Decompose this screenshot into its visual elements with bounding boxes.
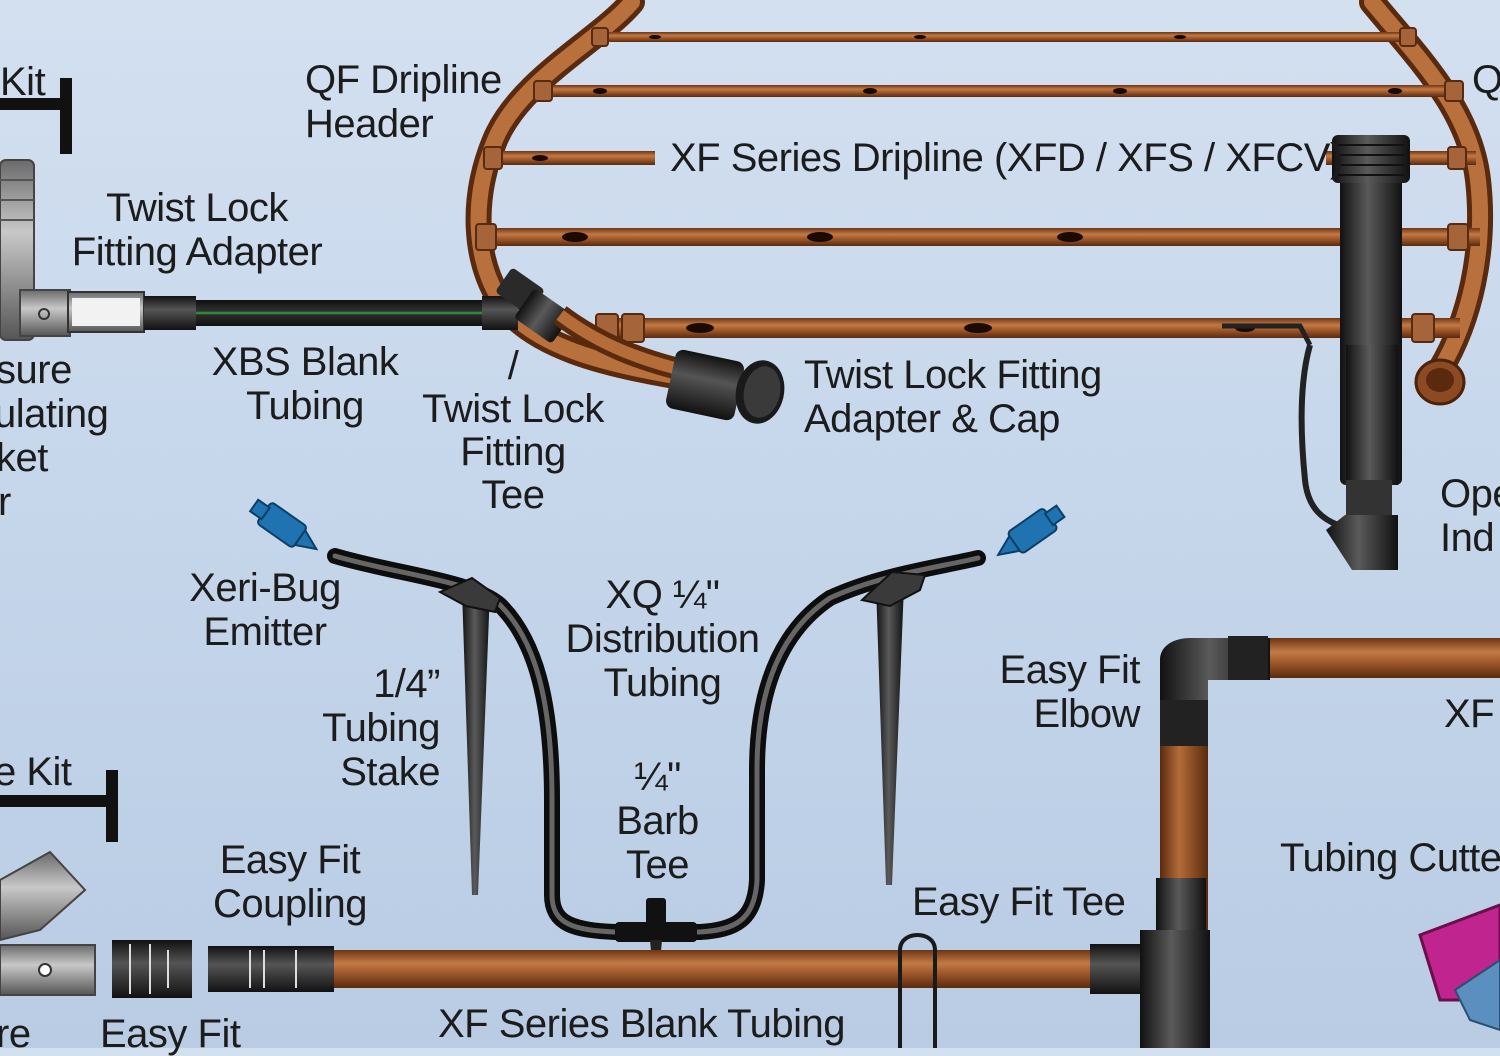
easy-fit-coupling (208, 946, 334, 992)
operation-indicator (1222, 135, 1410, 570)
tubing-stake-right (859, 570, 927, 885)
label-adapter-cap: Twist Lock Fitting Adapter & Cap (804, 353, 1102, 441)
label-xf-s-partial: XF S (1444, 692, 1500, 736)
label-easy-fit-coupling: Easy Fit Coupling (213, 838, 367, 926)
easy-fit-tee (898, 700, 1210, 1048)
pressure-regulator-bottom (0, 850, 96, 996)
xeri-bug-emitter-left (248, 498, 319, 551)
kit-bracket-top (0, 78, 72, 154)
pressure-regulating-filter (0, 159, 71, 341)
label-xbs-blank: XBS Blank Tubing (211, 340, 399, 428)
label-re-partial: re (0, 1012, 31, 1056)
label-xq-distribution: XQ ¼" Distribution Tubing (565, 573, 760, 705)
twist-lock-adapter-cap (553, 306, 785, 424)
label-xf-series-dripline: XF Series Dripline (XFD / XFS / XFCV) (670, 136, 1343, 180)
label-xf-blank-tubing: XF Series Blank Tubing (438, 1002, 846, 1046)
label-kit-bottom: e Kit (0, 750, 72, 794)
label-twist-lock-tee: / Twist Lock Fitting Tee (422, 344, 604, 517)
xeri-bug-emitter-right (996, 504, 1066, 557)
label-barb-tee: ¼" Barb Tee (616, 755, 699, 887)
xf-series-blank-tubing (330, 950, 1100, 988)
label-tubing-cutter: Tubing Cutte (1280, 836, 1500, 880)
label-qf-header: QF Dripline Header (305, 58, 502, 146)
kit-bracket-bottom (0, 770, 118, 842)
label-twist-lock-adapter: Twist Lock Fitting Adapter (71, 186, 323, 274)
tubing-cutter (1418, 903, 1500, 1032)
twist-lock-tee (496, 268, 571, 343)
xbs-blank-tubing (67, 291, 518, 333)
label-ope-ind: Ope Ind (1440, 472, 1500, 560)
label-kit-top: Kit (0, 60, 46, 104)
label-q-partial: Q (1472, 58, 1500, 102)
label-pressure-regulating: sure ulating ket r (0, 348, 109, 524)
label-easy-fit-elbow: Easy Fit Elbow (999, 648, 1141, 736)
label-tubing-stake: 1/4” Tubing Stake (322, 662, 440, 794)
label-easy-fit-bottom: Easy Fit (100, 1012, 241, 1056)
label-xeri-bug: Xeri-Bug Emitter (189, 566, 341, 654)
tubing-stake-left (437, 576, 502, 895)
easy-fit-elbow (1160, 636, 1500, 746)
xf-series-dripline-rows (475, 27, 1480, 343)
easy-fit-adapter (112, 940, 192, 998)
label-easy-fit-tee: Easy Fit Tee (912, 880, 1126, 924)
